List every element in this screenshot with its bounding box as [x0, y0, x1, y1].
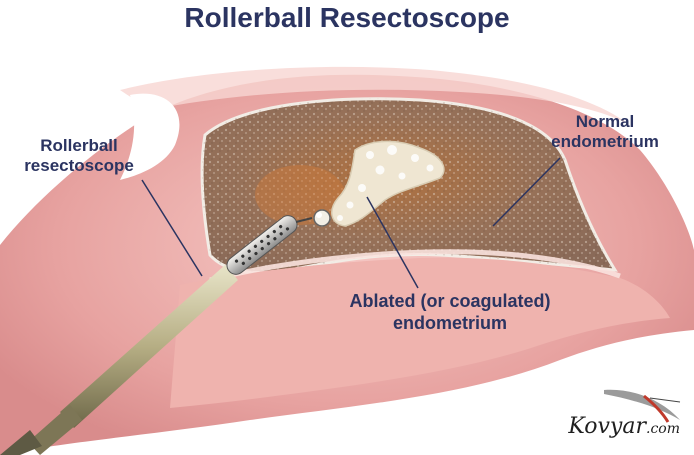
label-line: endometrium [392, 313, 507, 333]
leader-ablated [366, 196, 419, 289]
watermark-brand: Kovyar [568, 414, 646, 439]
label-ablated-endometrium: Ablated (or coagulated) endometrium [300, 290, 600, 334]
label-normal-endometrium: Normal endometrium [530, 112, 680, 152]
ablated-area [331, 140, 445, 227]
cut-edge [120, 93, 180, 180]
label-line: Ablated (or coagulated) [349, 291, 551, 311]
diagram-title: Rollerball Resectoscope [184, 2, 510, 33]
brand-logo-mark [604, 389, 681, 423]
brand-watermark: Kovyar.com [568, 414, 680, 439]
watermark-suffix: .com [646, 421, 680, 437]
label-line: resectoscope [24, 156, 134, 175]
label-line: Normal [575, 112, 635, 131]
label-line: endometrium [551, 132, 659, 151]
leader-normal [492, 157, 561, 227]
upper-wall-sheen [120, 66, 630, 125]
rollerball-tip [313, 209, 331, 227]
lower-wall [170, 257, 670, 408]
label-rollerball-resectoscope: Rollerball resectoscope [4, 136, 154, 176]
leader-rollerball [141, 179, 203, 277]
resectoscope-instrument [0, 209, 331, 455]
label-line: Rollerball [40, 136, 118, 155]
